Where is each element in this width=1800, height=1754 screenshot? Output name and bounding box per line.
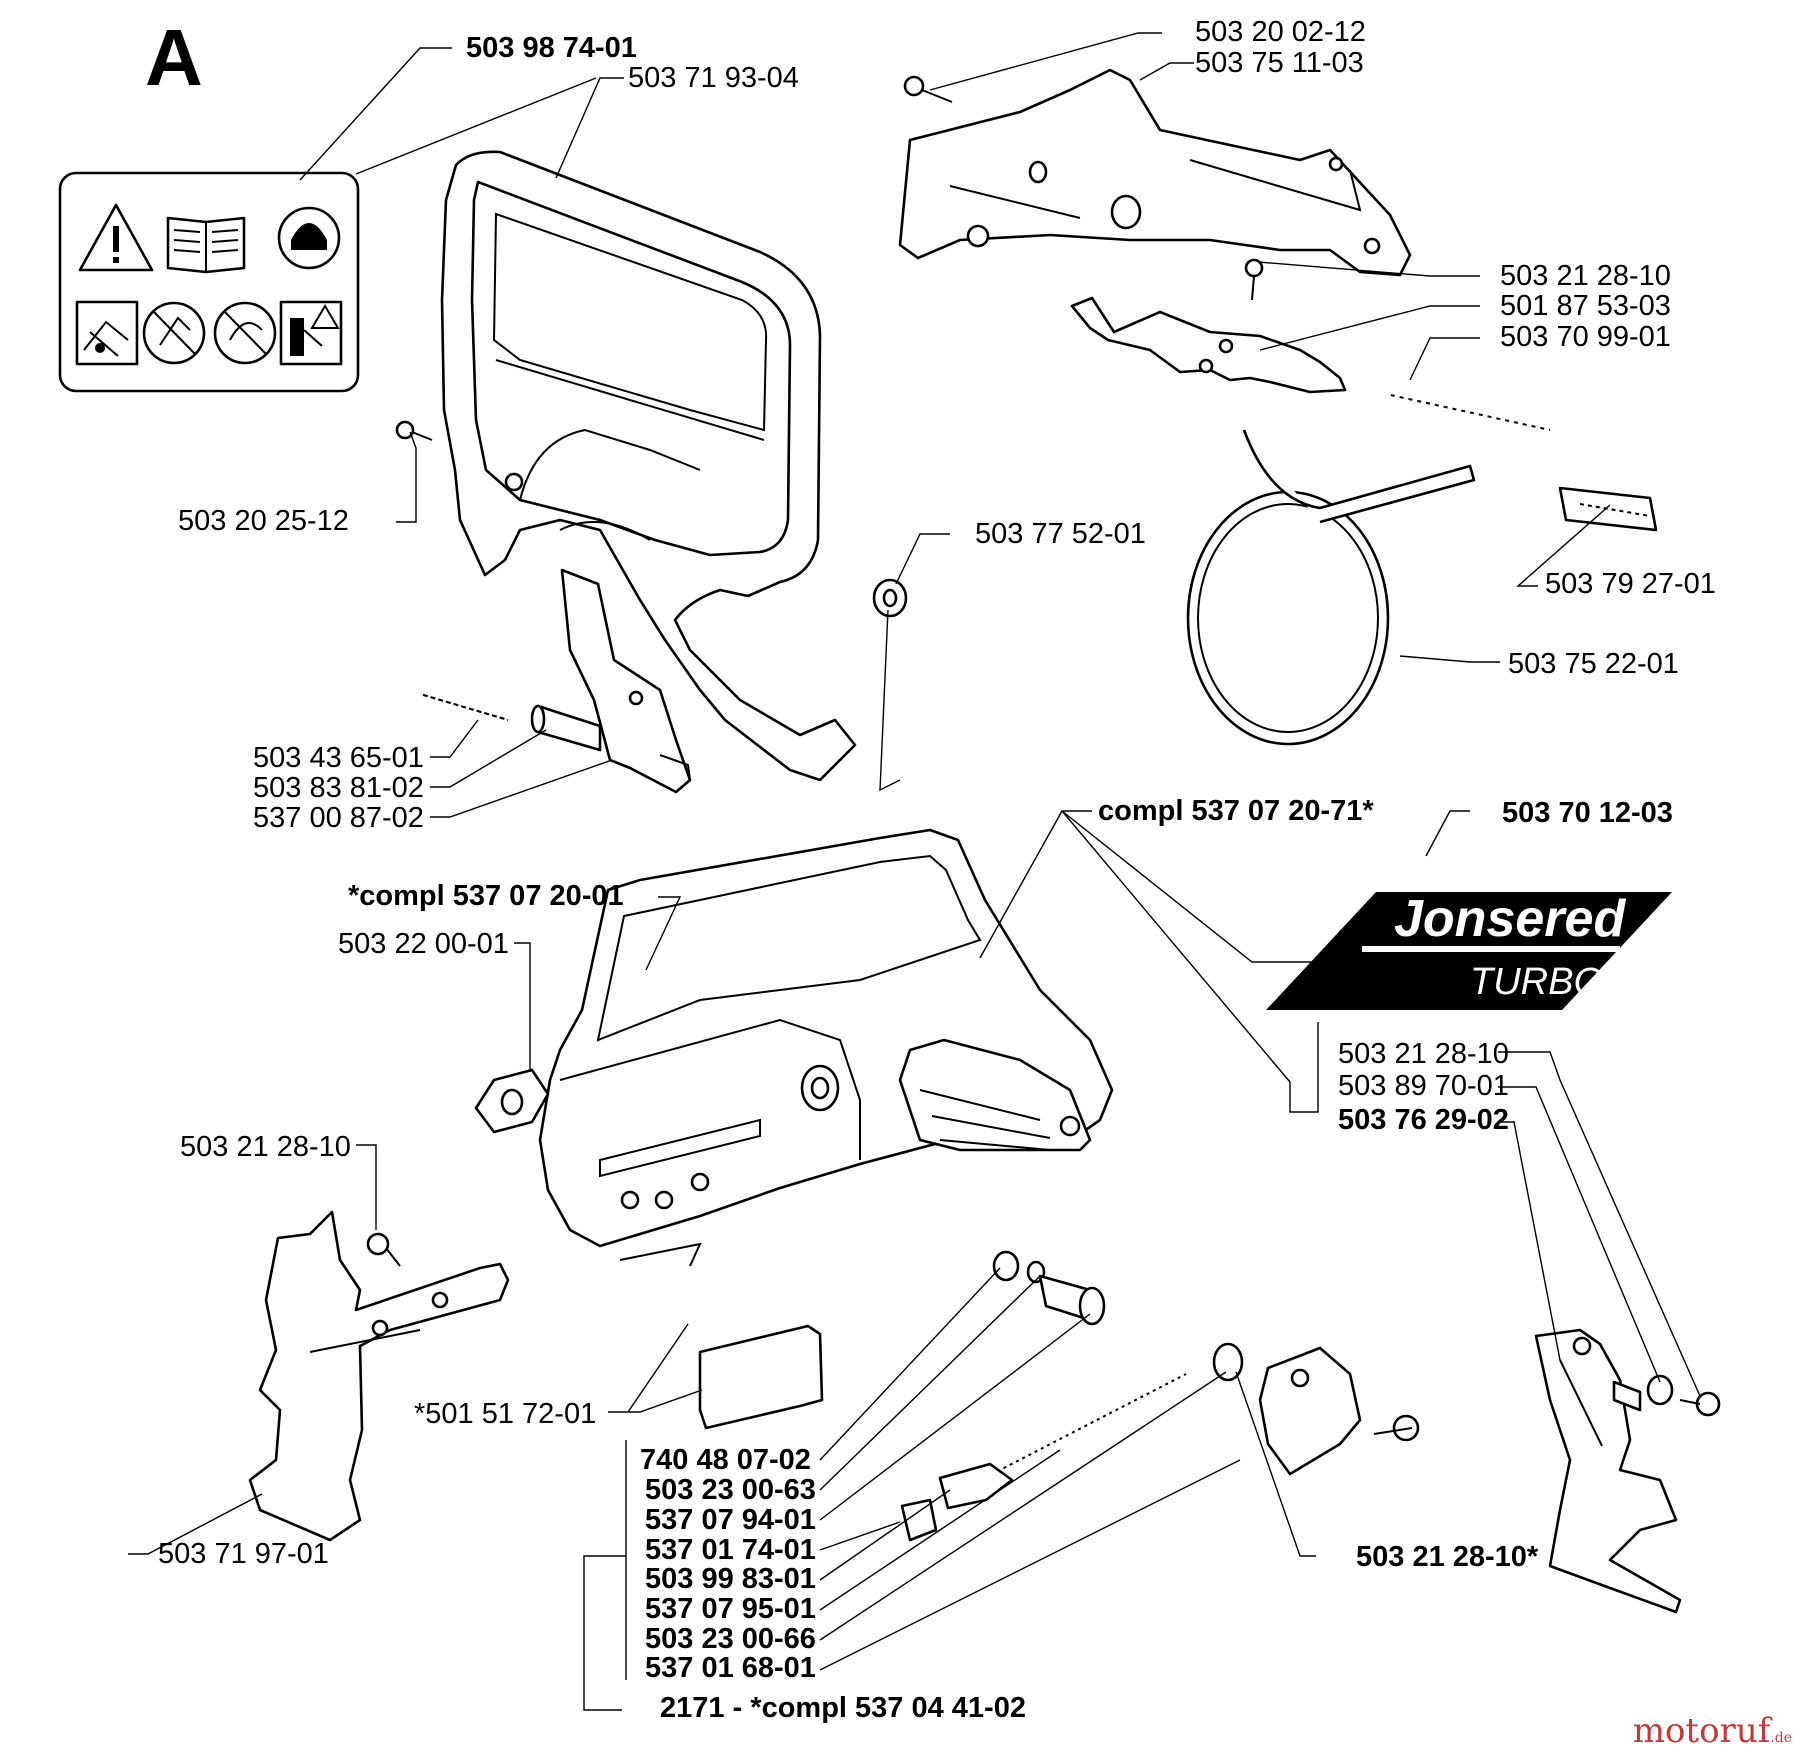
label-503-23-00-66: 503 23 00-66 bbox=[645, 1623, 816, 1655]
label-503-43-65-01: 503 43 65-01 bbox=[253, 742, 424, 774]
label-537-07-95-01: 537 07 95-01 bbox=[645, 1593, 816, 1625]
screw-503-20-25-12 bbox=[395, 420, 433, 441]
label-503-98-74-01: 503 98 74-01 bbox=[466, 32, 637, 64]
tensioner-parts bbox=[900, 1250, 1420, 1542]
label-503-21-28-10-left: 503 21 28-10 bbox=[180, 1131, 351, 1163]
label-503-71-97-01: 503 71 97-01 bbox=[158, 1538, 329, 1570]
label-537-07-94-01: 537 07 94-01 bbox=[645, 1504, 816, 1536]
brake-cover-plate bbox=[898, 68, 1412, 277]
label-503-21-28-10-top: 503 21 28-10 bbox=[1500, 260, 1671, 292]
screw-503-20-02-12 bbox=[903, 75, 953, 103]
stud-guard-right bbox=[898, 1038, 1092, 1152]
label-503-70-12-03: 503 70 12-03 bbox=[1502, 797, 1673, 829]
label-503-21-28-10-mid: 503 21 28-10 bbox=[1338, 1038, 1509, 1070]
label-503-21-28-10-star: 503 21 28-10* bbox=[1356, 1541, 1539, 1573]
watermark-main: motoruf bbox=[1632, 1711, 1771, 1751]
label-503-70-99-01: 503 70 99-01 bbox=[1500, 321, 1671, 353]
sleeve-503-83-81-02 bbox=[530, 704, 602, 752]
label-503-23-00-63: 503 23 00-63 bbox=[645, 1474, 816, 1506]
spring-503-43-65-01 bbox=[419, 692, 509, 722]
logo-brand: Jonsered bbox=[1394, 890, 1626, 948]
handle-tooth-503-71-97-01 bbox=[248, 1210, 510, 1542]
brake-band-503-75-22-01 bbox=[1186, 429, 1476, 746]
label-503-99-83-01: 503 99 83-01 bbox=[645, 1563, 816, 1595]
brake-link-501-87-53-03 bbox=[1070, 296, 1347, 394]
section-letter: A bbox=[145, 13, 203, 102]
label-503-71-93-04: 503 71 93-04 bbox=[628, 62, 799, 94]
label-compl-537-07-20-01: *compl 537 07 20-01 bbox=[348, 880, 624, 912]
warning-icon bbox=[78, 203, 154, 272]
label-503-75-22-01: 503 75 22-01 bbox=[1508, 648, 1679, 680]
brake-lever bbox=[560, 568, 692, 794]
nut-503-22-00-01 bbox=[474, 1068, 550, 1134]
label-503-76-29-02: 503 76 29-02 bbox=[1338, 1104, 1509, 1136]
chain-brake-handle bbox=[440, 150, 857, 782]
warning-decal bbox=[58, 171, 360, 393]
pictogram-1-icon bbox=[75, 300, 139, 366]
label-537-01-74-01: 537 01 74-01 bbox=[645, 1534, 816, 1566]
label-503-75-11-03: 503 75 11-03 bbox=[1195, 47, 1364, 79]
spring-holder-503-79-27-01 bbox=[1558, 486, 1658, 532]
label-740-48-07-02: 740 48 07-02 bbox=[640, 1444, 811, 1476]
label-501-51-72-01: *501 51 72-01 bbox=[414, 1398, 597, 1430]
side-guard-503-76-29-02 bbox=[1534, 1328, 1721, 1614]
bushing-503-77-52-01 bbox=[872, 578, 908, 618]
watermark: motoruf.de bbox=[1633, 1714, 1792, 1748]
label-503-89-70-01: 503 89 70-01 bbox=[1338, 1070, 1509, 1102]
pictogram-3-icon bbox=[213, 301, 277, 365]
label-537-00-87-02: 537 00 87-02 bbox=[253, 802, 424, 834]
manual-book-icon bbox=[166, 216, 246, 274]
logo-model: TURBO bbox=[1470, 961, 1603, 1003]
clutch-cover bbox=[538, 828, 1114, 1267]
spring-503-70-99-01 bbox=[1383, 383, 1553, 441]
label-503-83-81-02: 503 83 81-02 bbox=[253, 772, 424, 804]
pictogram-2-icon bbox=[142, 301, 206, 365]
logo-plate-503-70-12-03: Jonsered TURBO bbox=[1266, 890, 1672, 1010]
leader-lines bbox=[128, 32, 1701, 1711]
label-501-87-53-03: 501 87 53-03 bbox=[1500, 290, 1671, 322]
label-503-20-25-12: 503 20 25-12 bbox=[178, 505, 349, 537]
screw-503-21-28-10-left bbox=[366, 1232, 401, 1267]
cover-insert-501-51-72-01 bbox=[698, 1324, 824, 1430]
label-537-01-68-01: 537 01 68-01 bbox=[645, 1652, 816, 1684]
label-compl-537-07-20-71: compl 537 07 20-71* bbox=[1098, 795, 1374, 827]
label-503-22-00-01: 503 22 00-01 bbox=[338, 928, 509, 960]
screw-503-21-28-10-top bbox=[1244, 258, 1264, 301]
label-compl-537-04-41-02: 2171 - *compl 537 04 41-02 bbox=[660, 1692, 1026, 1724]
label-503-79-27-01: 503 79 27-01 bbox=[1545, 568, 1716, 600]
watermark-suffix: .de bbox=[1770, 1730, 1792, 1746]
pictogram-4-icon bbox=[279, 300, 343, 366]
protective-helmet-icon bbox=[277, 206, 341, 270]
label-503-20-02-12: 503 20 02-12 bbox=[1195, 16, 1366, 48]
label-503-77-52-01: 503 77 52-01 bbox=[975, 518, 1146, 550]
